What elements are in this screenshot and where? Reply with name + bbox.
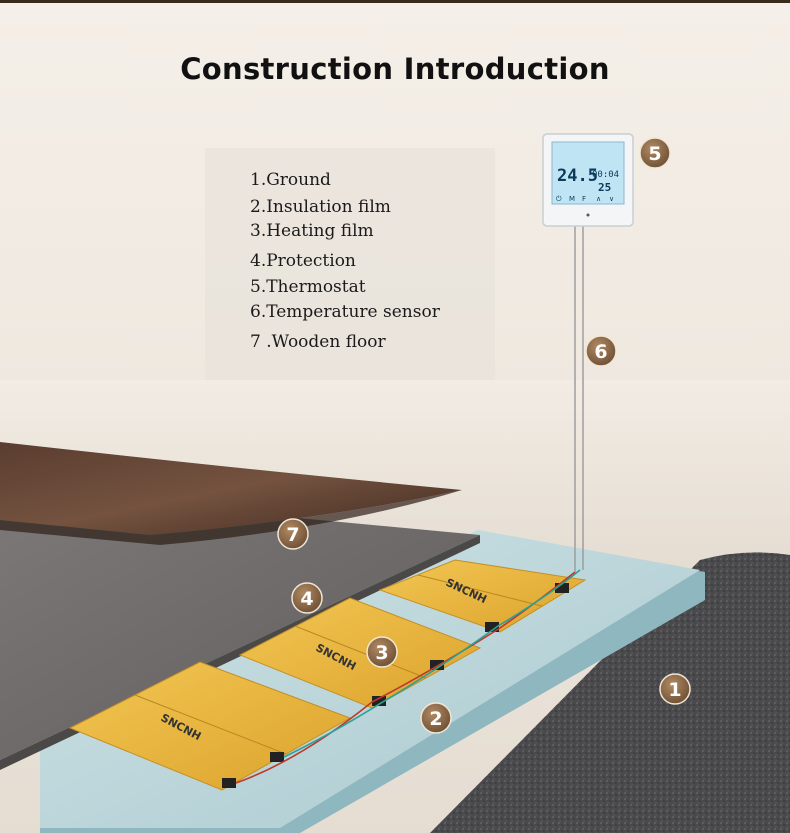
page-title: Construction Introduction bbox=[180, 52, 610, 86]
thermostat-down-button: ∨ bbox=[609, 195, 614, 203]
svg-text:4: 4 bbox=[300, 588, 313, 610]
badge-insulation-film: 2 bbox=[420, 702, 452, 734]
thermostat: 24.5 00:04 25 ⏻ M F ∧ ∨ bbox=[542, 133, 634, 227]
legend-item-heating-film: 3.Heating film bbox=[250, 221, 374, 241]
badge-temperature-sensor: 6 bbox=[585, 335, 617, 367]
badge-protection: 4 bbox=[291, 582, 323, 614]
legend-background bbox=[205, 148, 495, 380]
heating-film-panels: SNCNH SNCNH SNCNH bbox=[68, 559, 587, 791]
legend-item-thermostat: 5.Thermostat bbox=[250, 277, 366, 297]
legend-item-insulation-film: 2.Insulation film bbox=[250, 197, 391, 217]
heating-film-panel: SNCNH bbox=[238, 597, 482, 709]
thermostat-fan-button: F bbox=[582, 195, 586, 203]
legend-item-protection: 4.Protection bbox=[250, 251, 356, 271]
svg-text:3: 3 bbox=[375, 642, 388, 664]
heating-film-panel: SNCNH bbox=[378, 559, 587, 633]
legend-item-temperature-sensor: 6.Temperature sensor bbox=[250, 302, 440, 322]
thermostat-power-button: ⏻ bbox=[556, 195, 562, 203]
thermostat-set-readout: 25 bbox=[598, 181, 611, 194]
legend-item-ground: 1.Ground bbox=[250, 170, 331, 190]
thermostat-temp-readout: 24.5 bbox=[557, 166, 598, 186]
badge-heating-film: 3 bbox=[366, 636, 398, 668]
power-wires bbox=[235, 569, 581, 784]
sensor-wires bbox=[574, 225, 584, 572]
svg-text:7: 7 bbox=[286, 524, 299, 546]
legend-item-wooden-floor: 7 .Wooden floor bbox=[250, 332, 386, 352]
ground-layer bbox=[430, 552, 790, 833]
svg-text:6: 6 bbox=[594, 341, 607, 363]
svg-text:2: 2 bbox=[429, 708, 442, 730]
wooden-floor-edge bbox=[0, 490, 462, 545]
svg-text:1: 1 bbox=[668, 679, 681, 701]
protection-layer bbox=[0, 490, 480, 760]
badge-wooden-floor: 7 bbox=[277, 518, 309, 550]
badge-ground: 1 bbox=[659, 673, 691, 705]
wooden-floor-layer bbox=[0, 442, 462, 535]
thermostat-up-button: ∧ bbox=[596, 195, 601, 203]
heating-film-panel: SNCNH bbox=[68, 661, 352, 791]
thermostat-mode-button: M bbox=[569, 195, 575, 203]
badge-thermostat: 5 bbox=[639, 137, 671, 169]
top-border bbox=[0, 0, 790, 3]
svg-text:5: 5 bbox=[648, 143, 661, 165]
thermostat-time-readout: 00:04 bbox=[592, 170, 619, 180]
